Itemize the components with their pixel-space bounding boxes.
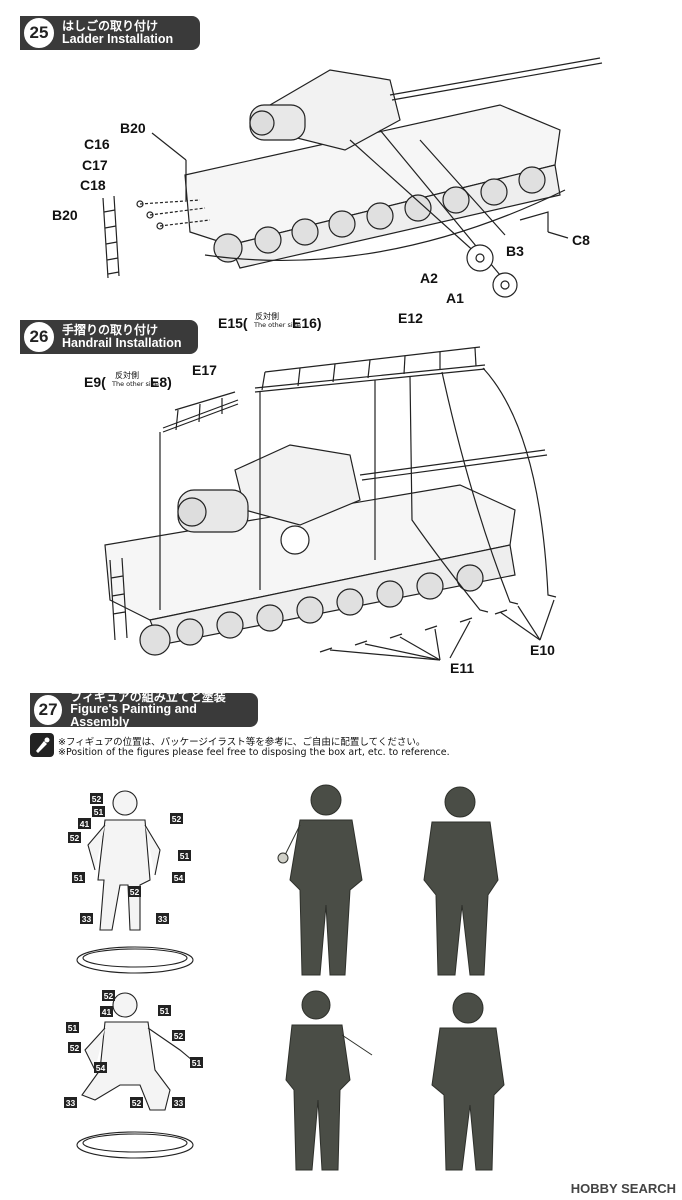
part-tag: 41 [78, 818, 91, 829]
step-27-header: 27 フィギュアの組み立てと塗装 Figure's Painting and A… [30, 689, 258, 730]
label-b20-top: B20 [120, 120, 146, 136]
part-tag: 51 [190, 1057, 203, 1068]
step-25-title-jp: はしごの取り付け [62, 19, 159, 34]
label-e9-note-en: The other side [112, 380, 159, 388]
step-26-title-jp: 手摺りの取り付け [62, 323, 159, 338]
part-tag: 51 [66, 1022, 79, 1033]
part-tag: 33 [80, 913, 93, 924]
label-c16: C16 [84, 136, 110, 152]
part-tag: 54 [172, 872, 185, 883]
label-a1: A1 [446, 290, 464, 306]
part-tag: 33 [64, 1097, 77, 1108]
label-e9: E9( [84, 374, 106, 390]
step-25-number: 25 [22, 16, 56, 50]
figure-photo-3 [285, 990, 373, 1171]
label-b20-bottom: B20 [52, 207, 78, 223]
label-e11: E11 [450, 660, 475, 676]
label-e8: E8) [150, 374, 172, 390]
part-tag: 33 [156, 913, 169, 924]
figure-photo-1 [277, 784, 363, 976]
part-tag: 52 [68, 832, 81, 843]
label-e15-note-jp: 反対側 [255, 312, 279, 321]
label-e12: E12 [398, 310, 423, 326]
label-c18: C18 [80, 177, 106, 193]
label-e16: E16) [292, 315, 322, 331]
label-c8: C8 [572, 232, 590, 248]
step-25-header: 25 はしごの取り付け Ladder Installation [20, 16, 200, 50]
label-a2: A2 [420, 270, 438, 286]
label-b3: B3 [506, 243, 524, 259]
figure-1-lineart [76, 790, 194, 974]
watermark: HOBBY SEARCH [570, 1181, 676, 1196]
label-e17: E17 [192, 362, 217, 378]
part-tag: 41 [100, 1006, 113, 1017]
part-tag: 52 [90, 793, 103, 804]
step-27-title-jp: フィギュアの組み立てと塗装 [70, 689, 226, 704]
part-tag: 54 [94, 1062, 107, 1073]
label-e9-note-jp: 反対側 [115, 371, 139, 380]
label-c17: C17 [82, 157, 108, 173]
part-tag: 52 [130, 1097, 143, 1108]
figure-photo-2 [423, 786, 499, 976]
part-tag: 52 [68, 1042, 81, 1053]
part-tag: 33 [172, 1097, 185, 1108]
note-jp: ※フィギュアの位置は、パッケージイラスト等を参考に、ご自由に配置してください。 [58, 737, 426, 748]
part-tag: 52 [170, 813, 183, 824]
part-tag: 51 [92, 806, 105, 817]
label-e10: E10 [530, 642, 555, 658]
note-en: ※Position of the figures please feel fre… [58, 747, 450, 758]
step-26-number: 26 [22, 320, 56, 354]
label-e15: E15( [218, 315, 248, 331]
figure-2-lineart [76, 992, 194, 1159]
step-26-header: 26 手摺りの取り付け Handrail Installation [20, 320, 198, 354]
paint-brush-icon [30, 733, 54, 757]
part-tag: 51 [178, 850, 191, 861]
part-tag: 52 [128, 886, 141, 897]
part-tag: 51 [158, 1005, 171, 1016]
step-27-number: 27 [32, 693, 65, 727]
step-27-title-en: Figure's Painting and Assembly [70, 702, 197, 730]
part-tag: 52 [172, 1030, 185, 1041]
step-26-title-en: Handrail Installation [62, 335, 182, 350]
figure-photo-4 [431, 992, 505, 1171]
label-e15-note-en: The other side [254, 321, 301, 329]
step-25-title-en: Ladder Installation [62, 31, 174, 46]
part-tag: 51 [72, 872, 85, 883]
ladder-b20 [102, 195, 120, 279]
part-tag: 52 [102, 990, 115, 1001]
